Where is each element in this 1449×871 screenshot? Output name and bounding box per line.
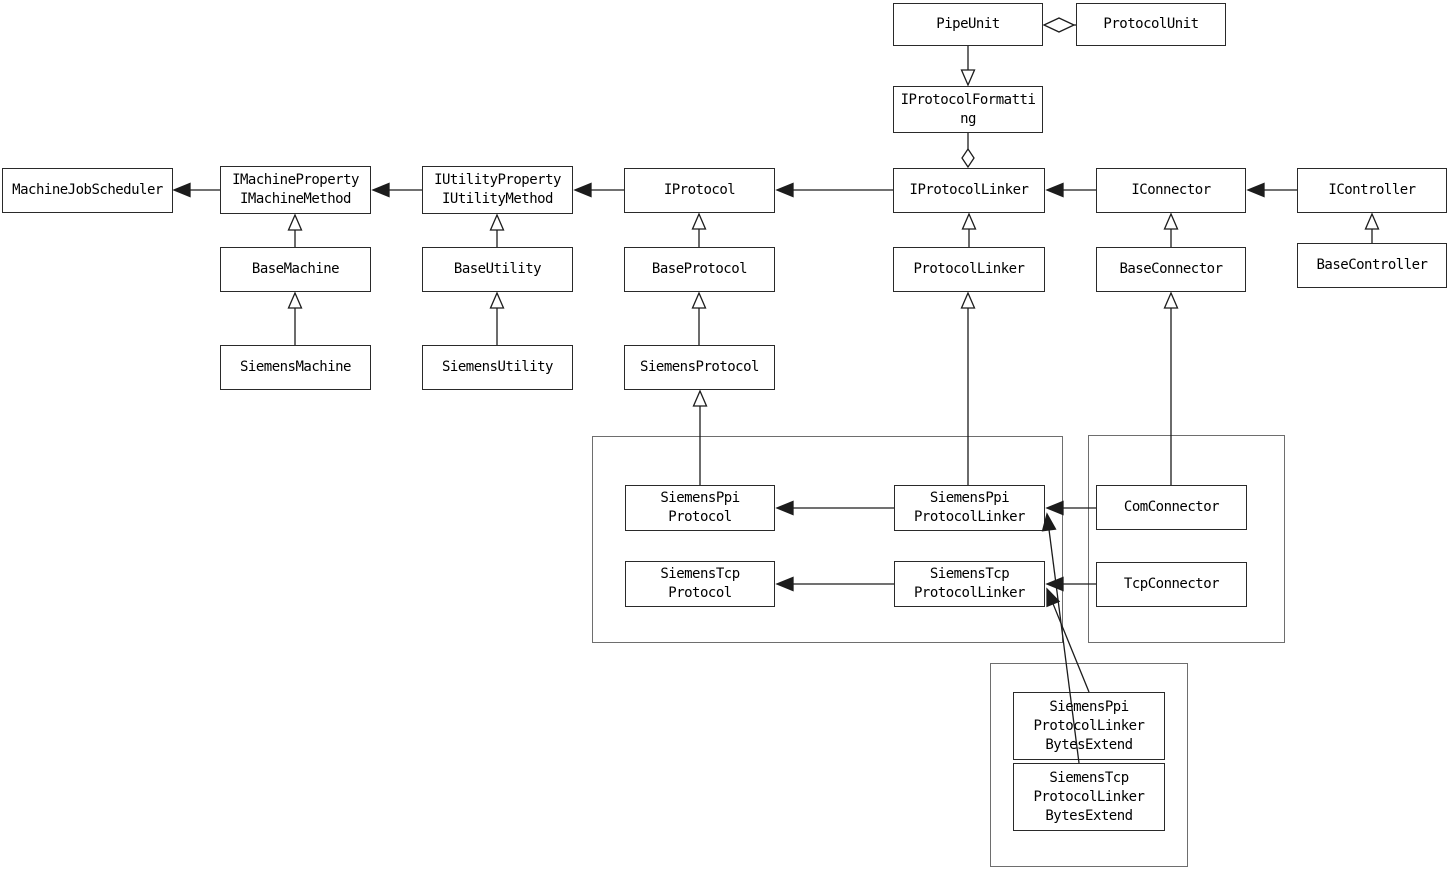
protocol-unit-label: ProtocolUnit bbox=[1103, 16, 1199, 32]
siemens-utility-label: SiemensUtility bbox=[441, 359, 554, 375]
node-siemens-ppi-protocol-linker: SiemensPpi ProtocolLinker bbox=[894, 485, 1045, 531]
edge-iprotocol-linker-aggregates-iprotocol-formatting bbox=[961, 133, 975, 169]
node-iconnector: IConnector bbox=[1096, 168, 1246, 213]
edge-pipe-unit-aggregates-protocol-unit bbox=[1042, 17, 1076, 33]
base-protocol-label: BaseProtocol bbox=[651, 261, 748, 277]
group-connector-group bbox=[1088, 435, 1285, 643]
icontroller-label: IController bbox=[1328, 182, 1416, 198]
node-iprotocol-linker: IProtocolLinker bbox=[893, 168, 1045, 213]
node-protocol-unit: ProtocolUnit bbox=[1076, 3, 1226, 46]
siemens-ppi-protocol-label: SiemensPpi Protocol bbox=[660, 490, 740, 525]
edge-base-utility-to-iutility bbox=[489, 213, 505, 247]
node-protocol-linker: ProtocolLinker bbox=[893, 247, 1045, 292]
tcp-connector-label: TcpConnector bbox=[1123, 576, 1220, 592]
node-iprotocol-formatting: IProtocolFormatti ng bbox=[893, 86, 1043, 133]
edge-imachine-to-machine-job-scheduler bbox=[172, 182, 220, 198]
siemens-protocol-label: SiemensProtocol bbox=[640, 359, 759, 375]
edge-base-machine-to-imachine bbox=[287, 213, 303, 247]
imachine-property-label: IMachineProperty IMachineMethod bbox=[232, 172, 359, 207]
node-machine-job-scheduler: MachineJobScheduler bbox=[2, 168, 173, 213]
edge-iprotocol-linker-to-iprotocol bbox=[775, 182, 893, 198]
iprotocol-label: IProtocol bbox=[663, 182, 736, 198]
node-tcp-connector: TcpConnector bbox=[1096, 562, 1247, 607]
node-siemens-tcp-protocol: SiemensTcp Protocol bbox=[625, 561, 775, 607]
node-base-protocol: BaseProtocol bbox=[624, 247, 775, 292]
com-connector-label: ComConnector bbox=[1123, 499, 1220, 515]
siemens-ppi-protocol-linker-label: SiemensPpi ProtocolLinker bbox=[913, 490, 1026, 525]
siemens-machine-label: SiemensMachine bbox=[239, 359, 352, 375]
node-siemens-utility: SiemensUtility bbox=[422, 345, 573, 390]
node-iprotocol: IProtocol bbox=[624, 168, 775, 213]
edge-iutility-to-imachine bbox=[371, 182, 422, 198]
node-siemens-machine: SiemensMachine bbox=[220, 345, 371, 390]
node-siemens-ppi-protocol-linker-bytes-extend: SiemensPpi ProtocolLinker BytesExtend bbox=[1013, 692, 1165, 760]
iprotocol-linker-label: IProtocolLinker bbox=[909, 182, 1029, 198]
node-iutility-property: IUtilityProperty IUtilityMethod bbox=[422, 166, 573, 214]
node-imachine-property: IMachineProperty IMachineMethod bbox=[220, 166, 371, 214]
edge-protocol-linker-to-iprotocol-linker bbox=[961, 212, 977, 247]
node-base-connector: BaseConnector bbox=[1096, 247, 1246, 292]
siemens-tcp-protocol-linker-bytes-extend-label: SiemensTcp ProtocolLinker BytesExtend bbox=[1033, 769, 1145, 824]
edge-siemens-machine-to-base-machine bbox=[287, 291, 303, 345]
siemens-ppi-protocol-linker-bytes-extend-label: SiemensPpi ProtocolLinker BytesExtend bbox=[1033, 698, 1145, 753]
node-com-connector: ComConnector bbox=[1096, 485, 1247, 530]
edge-base-controller-to-icontroller bbox=[1364, 212, 1380, 243]
group-siemens-protocol-group bbox=[592, 436, 1063, 643]
node-base-machine: BaseMachine bbox=[220, 247, 371, 292]
node-base-controller: BaseController bbox=[1297, 243, 1447, 288]
machine-job-scheduler-label: MachineJobScheduler bbox=[12, 182, 163, 198]
iconnector-label: IConnector bbox=[1131, 182, 1211, 198]
edge-pipe-unit-to-iprotocol-formatting bbox=[960, 46, 976, 87]
node-base-utility: BaseUtility bbox=[422, 247, 573, 292]
iprotocol-formatting-label: IProtocolFormatti ng bbox=[900, 91, 1036, 127]
node-siemens-ppi-protocol: SiemensPpi Protocol bbox=[625, 485, 775, 531]
node-siemens-tcp-protocol-linker: SiemensTcp ProtocolLinker bbox=[894, 561, 1045, 607]
edge-siemens-utility-to-base-utility bbox=[489, 291, 505, 345]
node-icontroller: IController bbox=[1297, 168, 1447, 213]
iutility-property-label: IUtilityProperty IUtilityMethod bbox=[434, 172, 561, 207]
edge-iprotocol-to-iutility bbox=[573, 182, 624, 198]
edge-iconnector-to-iprotocol-linker bbox=[1045, 182, 1096, 198]
siemens-tcp-protocol-label: SiemensTcp Protocol bbox=[660, 566, 740, 601]
protocol-linker-label: ProtocolLinker bbox=[913, 261, 1025, 277]
node-siemens-tcp-protocol-linker-bytes-extend: SiemensTcp ProtocolLinker BytesExtend bbox=[1013, 763, 1165, 831]
siemens-tcp-protocol-linker-label: SiemensTcp ProtocolLinker bbox=[913, 566, 1026, 601]
node-pipe-unit: PipeUnit bbox=[893, 3, 1043, 46]
base-connector-label: BaseConnector bbox=[1119, 261, 1223, 277]
edge-base-protocol-to-iprotocol bbox=[691, 212, 707, 247]
edge-icontroller-to-iconnector bbox=[1246, 182, 1297, 198]
node-siemens-protocol: SiemensProtocol bbox=[624, 345, 775, 390]
pipe-unit-label: PipeUnit bbox=[936, 16, 1000, 32]
base-machine-label: BaseMachine bbox=[251, 261, 340, 277]
base-controller-label: BaseController bbox=[1316, 257, 1428, 273]
edge-base-connector-to-iconnector bbox=[1163, 212, 1179, 247]
base-utility-label: BaseUtility bbox=[453, 261, 542, 277]
edge-siemens-protocol-to-base-protocol bbox=[691, 291, 707, 345]
